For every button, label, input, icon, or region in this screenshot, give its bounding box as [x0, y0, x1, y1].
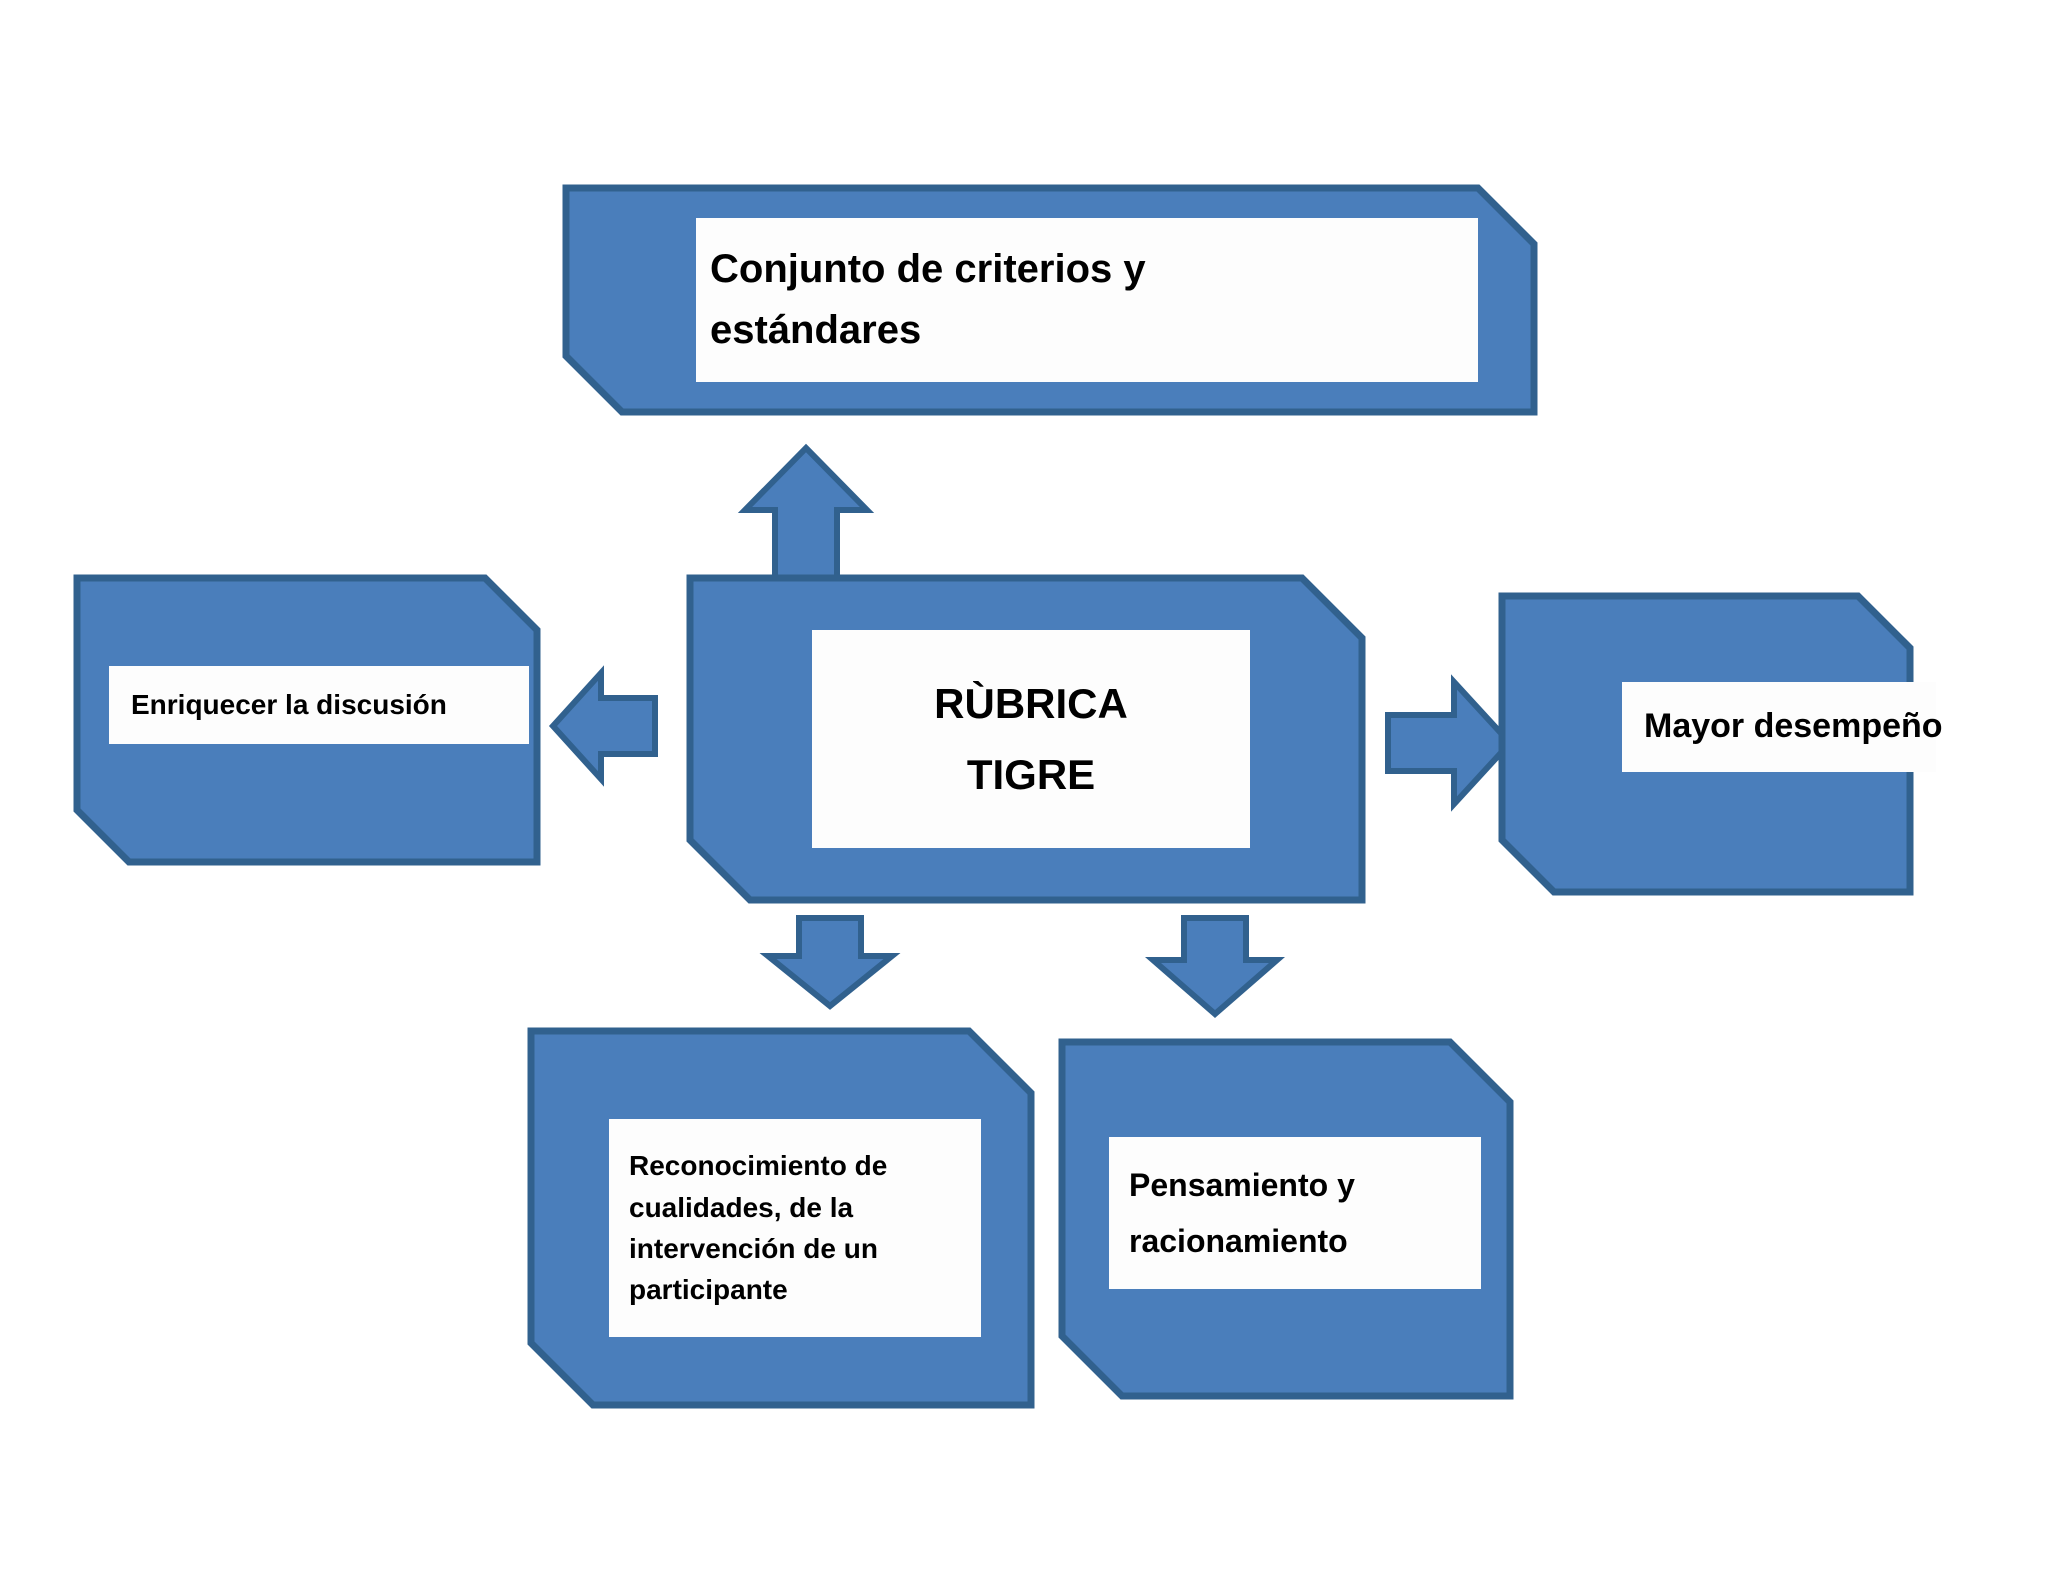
central-line-1: RÙBRICA	[934, 679, 1128, 727]
reconocimiento-node[interactable]: Reconocimiento de cualidades, de la inte…	[527, 1027, 1035, 1409]
reconocimiento-line-4: participante	[629, 1274, 788, 1306]
arrow-down-icon	[759, 915, 901, 1010]
criterios-line-2: estándares	[710, 308, 922, 352]
arrow-right-icon	[1385, 674, 1515, 812]
reconocimiento-line-3: intervención de un	[629, 1233, 878, 1264]
central-line-2: TIGRE	[966, 751, 1096, 798]
criterios-node-label: Conjunto de criterios y estándares	[696, 218, 1478, 382]
mayor-desempeno-node[interactable]: Mayor desempeño	[1498, 592, 1943, 896]
arrow-left-icon	[548, 665, 658, 787]
pensamiento-node[interactable]: Pensamiento y racionamiento	[1058, 1038, 1514, 1400]
pensamiento-line-2: racionamiento	[1129, 1223, 1348, 1259]
pensamiento-line-1: Pensamiento y	[1129, 1167, 1355, 1203]
criterios-line-1: Conjunto de criterios y	[710, 247, 1146, 292]
enriquecer-node[interactable]: Enriquecer la discusión	[73, 574, 541, 866]
reconocimiento-line-1: Reconocimiento de	[629, 1150, 888, 1182]
mayor-line-1: Mayor desempeño	[1644, 707, 1943, 746]
reconocimiento-node-label: Reconocimiento de cualidades, de la inte…	[609, 1119, 981, 1337]
mayor-node-label: Mayor desempeño	[1622, 682, 1943, 772]
central-node-label: RÙBRICA TIGRE	[812, 630, 1250, 848]
arrow-down-icon	[1144, 915, 1286, 1018]
enriquecer-node-label: Enriquecer la discusión	[109, 666, 529, 744]
arrow-up-icon	[737, 443, 875, 591]
criterios-node[interactable]: Conjunto de criterios y estándares	[562, 184, 1538, 416]
pensamiento-node-label: Pensamiento y racionamiento	[1109, 1137, 1481, 1289]
central-node[interactable]: RÙBRICA TIGRE	[686, 574, 1366, 904]
enriquecer-line-1: Enriquecer la discusión	[131, 688, 447, 720]
reconocimiento-line-2: cualidades, de la	[629, 1191, 854, 1223]
